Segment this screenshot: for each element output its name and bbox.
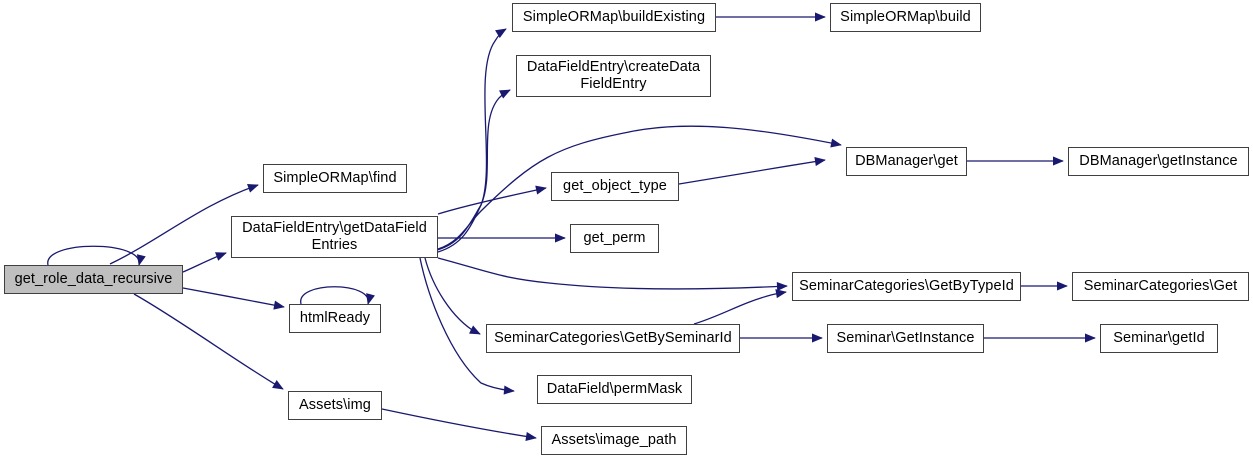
graph-edge-get_object_type-to-dbmanager_get [678,157,826,185]
graph-node-getbytypeid[interactable]: SeminarCategories\GetByTypeId [792,272,1021,301]
graph-edge-getdatafieldentries-to-getbyseminarid [424,257,481,335]
graph-node-dbmanager_get[interactable]: DBManager\get [846,147,967,176]
graph-node-label: DataFieldEntry\getDataField Entries [242,219,427,253]
graph-node-label: SeminarCategories\GetByTypeId [799,277,1014,294]
graph-node-getdatafieldentries[interactable]: DataFieldEntry\getDataField Entries [231,216,438,258]
graph-node-seminarcategories_get[interactable]: SeminarCategories\Get [1072,272,1249,301]
graph-edge-get_role_data_recursive-to-assets_img [133,293,284,390]
graph-edge-getbyseminarid-to-getbytypeid [693,289,787,325]
graph-node-image_path[interactable]: Assets\image_path [541,426,687,455]
graph-node-label: SeminarCategories\GetBySeminarId [494,329,732,346]
graph-node-label: htmlReady [299,309,371,326]
graph-edge-getdatafieldentries-to-get_object_type [437,185,547,215]
graph-node-label: DataField\permMask [546,380,683,397]
graph-node-permmask[interactable]: DataField\permMask [537,375,692,404]
graph-node-get_object_type[interactable]: get_object_type [551,172,679,201]
graph-node-label: Assets\image_path [551,431,677,448]
graph-node-label: SimpleORMap\find [273,169,397,186]
graph-node-label: Seminar\GetInstance [836,329,975,346]
graph-node-label: DBManager\getInstance [1079,152,1238,169]
graph-node-label: DataFieldEntry\createData FieldEntry [526,58,701,92]
graph-edge-getdatafieldentries-to-buildexisting [436,28,507,251]
graph-node-simpleormap_find[interactable]: SimpleORMap\find [263,164,407,193]
graph-edge-get_role_data_recursive-to-htmlready [182,287,285,310]
graph-node-assets_img[interactable]: Assets\img [288,391,382,420]
graph-node-label: DBManager\get [855,152,958,169]
graph-node-dbmanager_getinstance[interactable]: DBManager\getInstance [1068,147,1249,176]
graph-edge-get_role_data_recursive-to-getdatafieldentries [182,252,227,273]
graph-edge-htmlready-to-htmlready [300,286,375,305]
graph-edge-assets_img-to-image_path [381,408,537,441]
graph-edge-getdatafieldentries-to-getbytypeid [437,257,788,292]
graph-node-buildexisting[interactable]: SimpleORMap\buildExisting [512,3,716,32]
graph-node-seminar_getid[interactable]: Seminar\getId [1100,324,1218,353]
graph-node-htmlready[interactable]: htmlReady [289,304,381,333]
graph-edge-get_role_data_recursive-to-get_role_data_recursive [47,245,146,266]
graph-node-createdatafieldentry[interactable]: DataFieldEntry\createData FieldEntry [516,55,711,97]
graph-edge-getdatafieldentries-to-createdatafieldentry [437,89,511,253]
graph-node-label: get_role_data_recursive [14,270,173,287]
graph-node-label: SeminarCategories\Get [1083,277,1238,294]
graph-node-label: Assets\img [299,396,371,413]
graph-node-seminar_getinstance[interactable]: Seminar\GetInstance [827,324,984,353]
graph-node-label: Seminar\getId [1113,329,1205,346]
graph-node-simpleormap_build[interactable]: SimpleORMap\build [830,3,981,32]
graph-node-label: SimpleORMap\buildExisting [522,8,706,25]
graph-node-label: SimpleORMap\build [840,8,971,25]
graph-node-label: get_perm [583,229,646,246]
graph-node-get_role_data_recursive[interactable]: get_role_data_recursive [4,265,183,294]
graph-node-getbyseminarid[interactable]: SeminarCategories\GetBySeminarId [486,324,740,353]
graph-node-label: get_object_type [563,177,667,194]
graph-node-get_perm[interactable]: get_perm [570,224,659,253]
